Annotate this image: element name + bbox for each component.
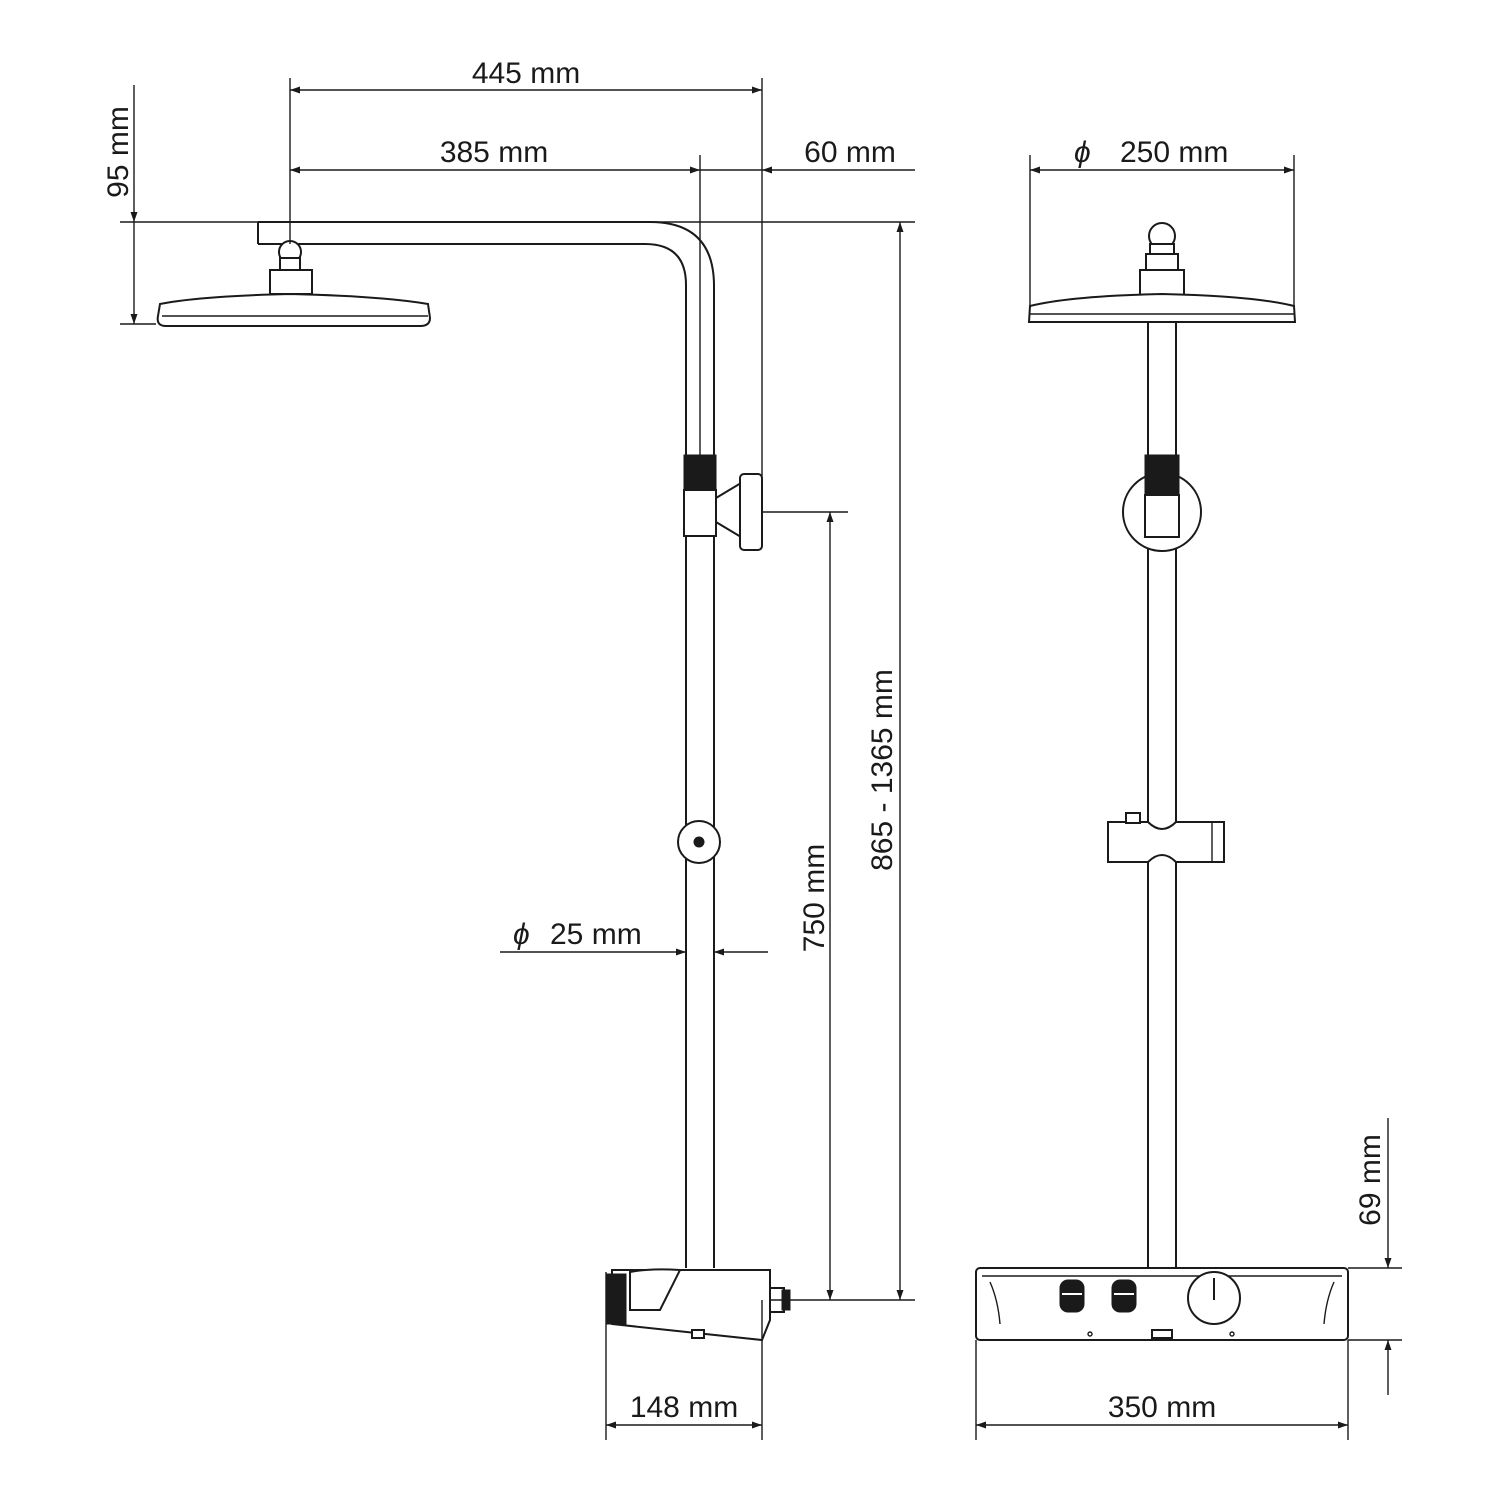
dim-865-1365: 865 - 1365 mm [770,222,915,1301]
front-view: ϕ 250 mm 350 mm 69 mm [975,136,1402,1440]
front-wall-bracket [1122,454,1202,552]
dim-148-label: 148 mm [630,1391,738,1424]
dim-pipe-diameter-label: 25 mm [550,918,642,951]
diameter-symbol: ϕ [513,918,530,951]
dim-head-diameter: ϕ 250 mm [1029,136,1295,306]
side-slider [677,820,721,864]
dim-445-label: 445 mm [472,57,580,90]
dim-95: 95 mm [102,85,915,325]
dim-69-label: 69 mm [1354,1134,1387,1226]
front-mixer-bar [975,1267,1349,1341]
diameter-symbol-head: ϕ [1074,136,1091,169]
side-view: 445 mm 385 mm 60 mm 95 mm 865 - 1365 [102,57,915,1440]
dim-69: 69 mm [1348,1118,1402,1395]
side-overhead-arm [257,221,715,455]
dim-445: 445 mm [289,57,763,476]
dim-350-label: 350 mm [1108,1391,1216,1424]
dim-385-label: 385 mm [440,136,548,169]
side-wall-bracket [683,454,763,551]
side-riser-pipe [685,455,715,1268]
dim-60: 60 mm [700,136,915,174]
front-shower-head [1027,222,1297,323]
dim-385: 385 mm [290,136,701,460]
front-slider-holder [1107,812,1225,863]
dim-750-label: 750 mm [798,844,831,952]
dim-60-label: 60 mm [804,136,896,169]
side-shower-head [156,240,432,327]
dim-pipe-diameter: ϕ 25 mm [500,918,768,956]
dim-750: 750 mm [762,511,848,1300]
dim-865-1365-label: 865 - 1365 mm [866,669,899,871]
dim-148: 148 mm [605,1272,763,1440]
dim-95-label: 95 mm [102,106,135,198]
dim-350: 350 mm [975,1340,1349,1440]
dim-head-diameter-label: 250 mm [1120,136,1228,169]
